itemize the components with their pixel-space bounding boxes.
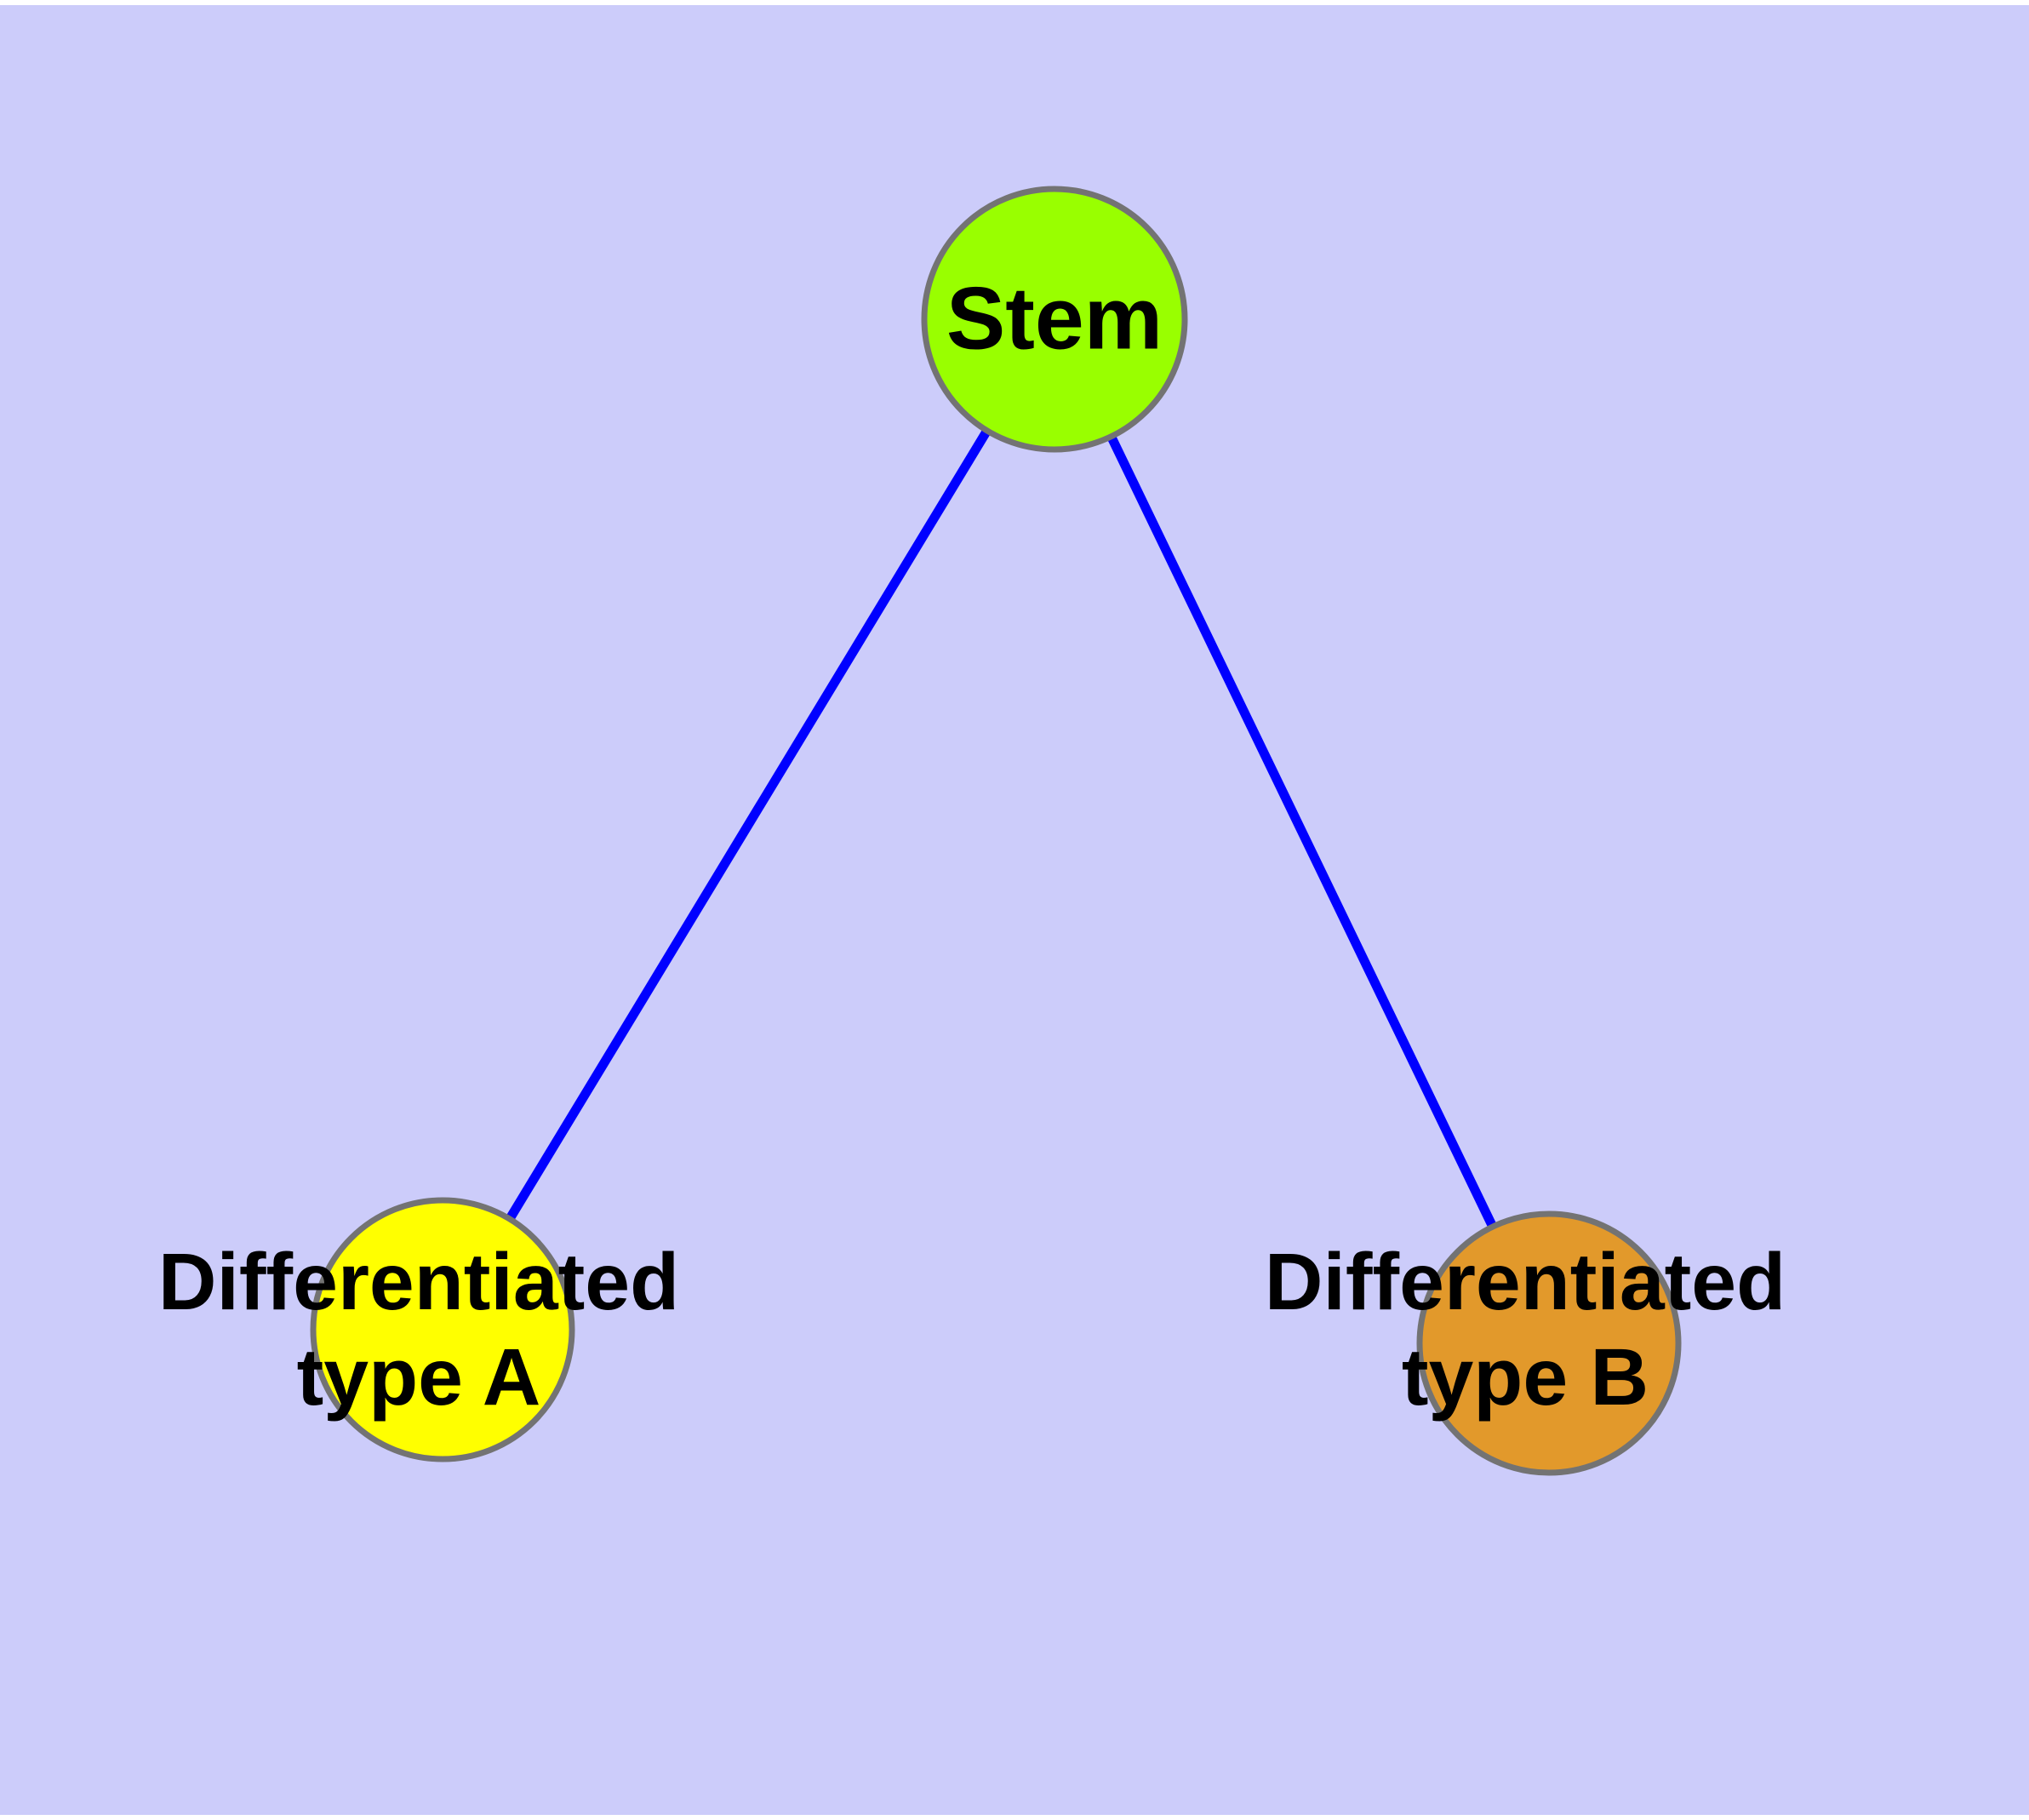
node-label-differentiated-type-a-line2: type A: [297, 1332, 541, 1422]
node-differentiated-type-b[interactable]: [1416, 1210, 1682, 1476]
edge-stem-to-differentiated-type-b[interactable]: [1106, 434, 1497, 1229]
edge-layer: [506, 428, 1497, 1229]
edge-stem-to-differentiated-type-a[interactable]: [506, 428, 992, 1222]
node-label-differentiated-type-a-line1: Differentiated: [158, 1237, 679, 1327]
label-layer: Stem Differentiated type A Differentiate…: [158, 269, 1786, 1422]
node-label-differentiated-type-b-line2: type B: [1402, 1332, 1649, 1422]
node-label-stem: Stem: [946, 269, 1163, 368]
node-layer: [310, 186, 1682, 1476]
node-label-differentiated-type-b-line1: Differentiated: [1265, 1237, 1786, 1327]
node-stem[interactable]: [921, 186, 1188, 453]
node-differentiated-type-a[interactable]: [310, 1197, 575, 1462]
